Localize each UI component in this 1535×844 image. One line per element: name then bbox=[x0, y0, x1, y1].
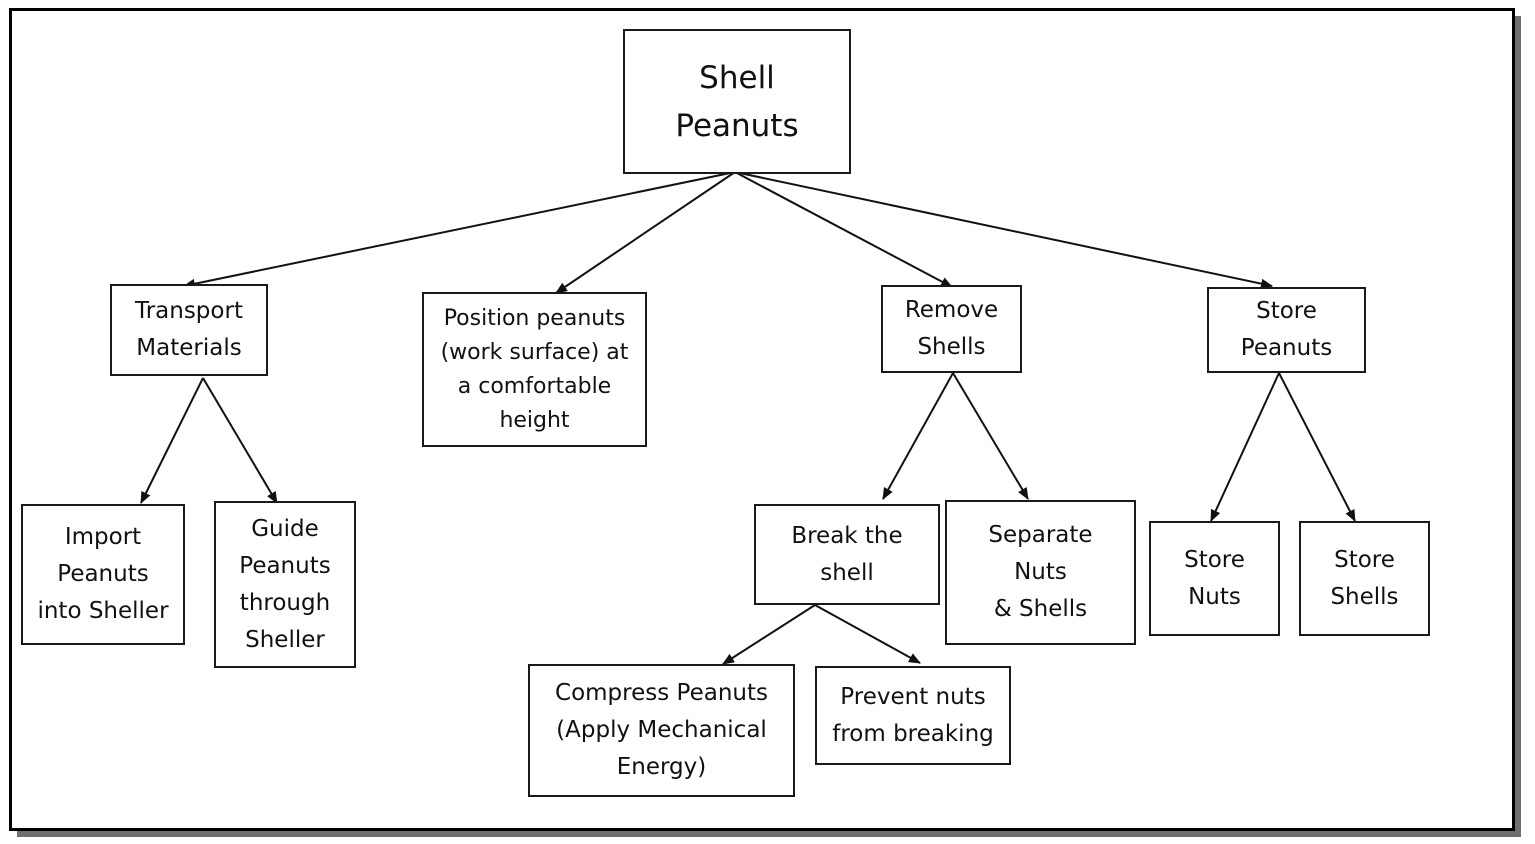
node-compress-peanuts: Compress Peanuts (Apply Mechanical Energ… bbox=[528, 664, 795, 797]
node-store-nuts: Store Nuts bbox=[1149, 521, 1280, 636]
node-remove-shells: Remove Shells bbox=[881, 285, 1022, 373]
node-transport-materials: Transport Materials bbox=[110, 284, 268, 376]
node-import-peanuts: Import Peanuts into Sheller bbox=[21, 504, 185, 645]
node-store-peanuts: Store Peanuts bbox=[1207, 287, 1366, 373]
node-position-peanuts: Position peanuts (work surface) at a com… bbox=[422, 292, 647, 447]
node-shell-peanuts: Shell Peanuts bbox=[623, 29, 851, 174]
node-break-shell: Break the shell bbox=[754, 504, 940, 605]
node-store-shells: Store Shells bbox=[1299, 521, 1430, 636]
node-guide-peanuts: Guide Peanuts through Sheller bbox=[214, 501, 356, 668]
node-separate-nuts-shells: Separate Nuts & Shells bbox=[945, 500, 1136, 645]
node-prevent-nuts-breaking: Prevent nuts from breaking bbox=[815, 666, 1011, 765]
